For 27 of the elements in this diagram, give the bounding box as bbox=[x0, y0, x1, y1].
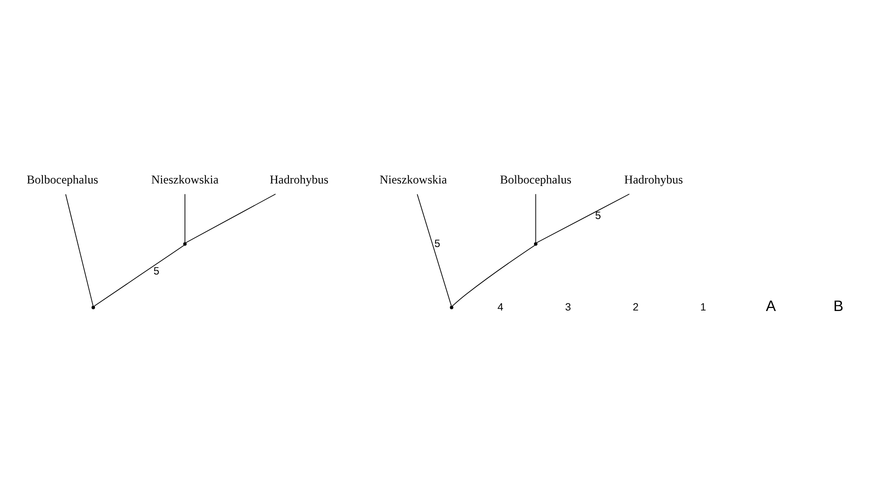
node-text: Hadrohybus bbox=[269, 172, 328, 186]
connector bbox=[536, 193, 630, 243]
edge-label: 5 bbox=[434, 237, 440, 250]
edge-label: 5 bbox=[594, 209, 600, 222]
label: 4 bbox=[496, 300, 503, 313]
label: 2 bbox=[632, 300, 638, 313]
connector bbox=[93, 244, 184, 306]
node-text: Bolbocephalus bbox=[500, 172, 571, 186]
connector bbox=[184, 193, 276, 243]
edge-label: 5 bbox=[152, 265, 159, 278]
label: 1 bbox=[700, 300, 706, 313]
node-text: Nieszkowskia bbox=[150, 172, 218, 186]
node-point bbox=[449, 305, 453, 309]
connector bbox=[64, 193, 93, 306]
label: 3 bbox=[564, 300, 570, 313]
connector bbox=[416, 193, 452, 306]
connector bbox=[184, 193, 185, 242]
node-text: Nieszkowskia bbox=[379, 172, 446, 186]
connector bbox=[534, 193, 536, 242]
node-point bbox=[182, 242, 186, 246]
label: B bbox=[832, 298, 843, 315]
node-point bbox=[91, 305, 94, 309]
label: A bbox=[765, 298, 776, 315]
node-text: Bolbocephalus bbox=[26, 172, 98, 186]
node-point bbox=[534, 242, 537, 246]
node-text: Hadrohybus bbox=[624, 172, 682, 186]
connector bbox=[451, 244, 535, 306]
